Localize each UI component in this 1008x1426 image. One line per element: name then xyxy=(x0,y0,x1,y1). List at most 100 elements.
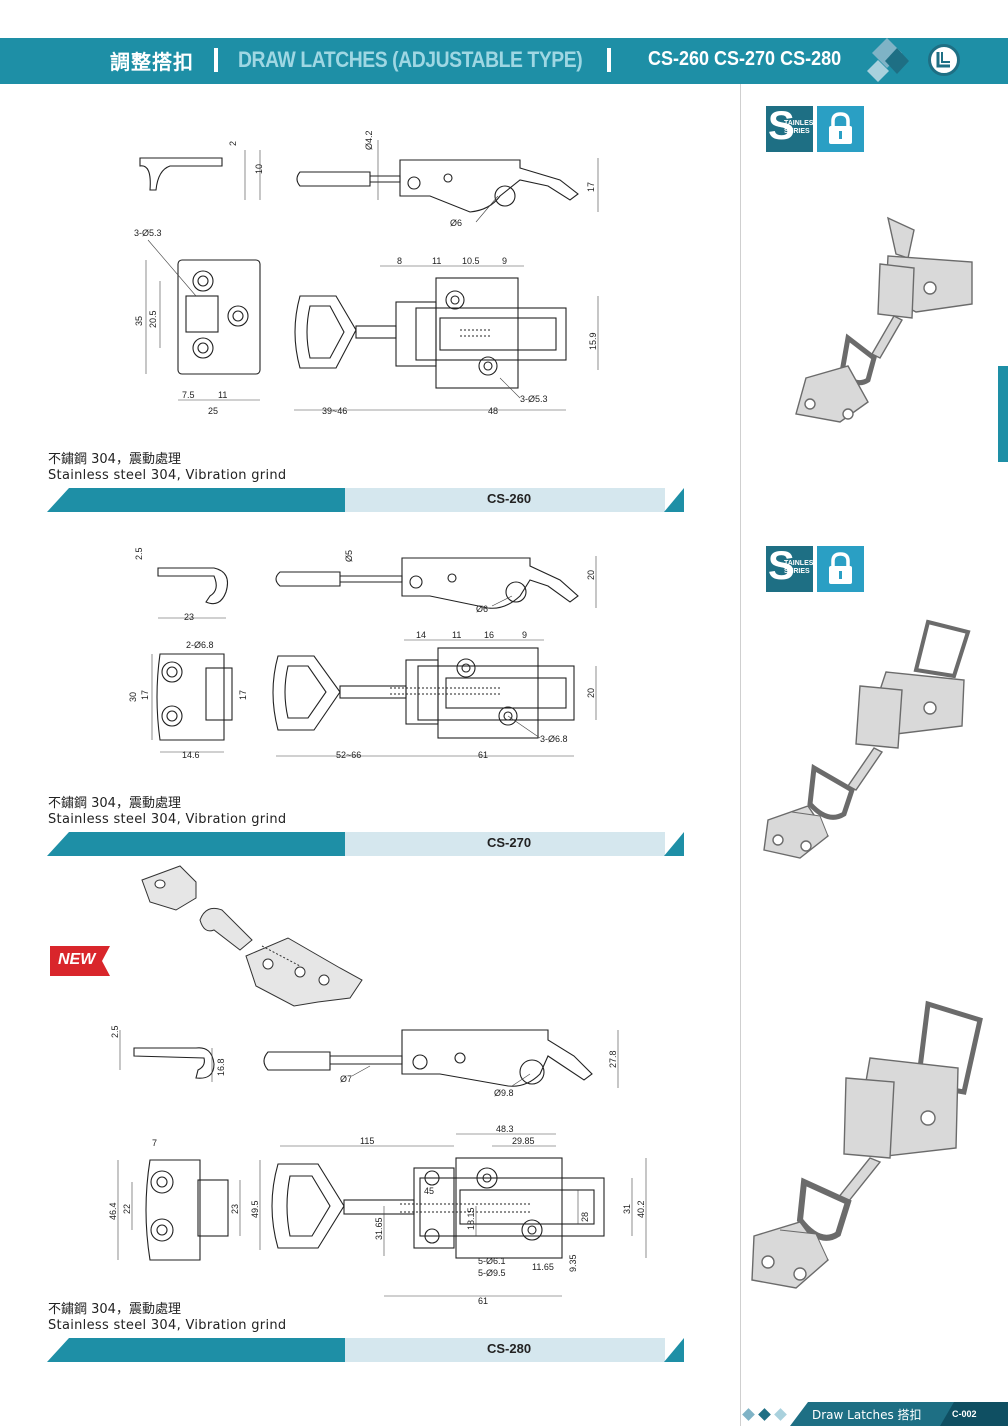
cs260-product-photo xyxy=(795,216,973,423)
dim-label: 9 xyxy=(502,256,507,266)
cs260-technical-drawing: 2 10 Ø4.2 17 Ø6 3-Ø5.3 8 11 10.5 9 35 20… xyxy=(134,130,599,416)
dim-label: 8 xyxy=(397,256,402,266)
model-label: CS-280 xyxy=(487,1341,532,1356)
dim-label: 11.65 xyxy=(532,1262,554,1272)
dim-label: 49.5 xyxy=(250,1200,260,1218)
model-label: CS-270 xyxy=(487,835,532,850)
dim-label: 10.5 xyxy=(462,256,480,266)
dim-label: 2.5 xyxy=(110,1025,120,1038)
model-bar-cs270: CS-270 xyxy=(47,832,684,856)
dim-label: 7 xyxy=(152,1138,157,1148)
dim-label: 17 xyxy=(140,690,150,700)
material-zh: 不鏽鋼 304，震動處理 xyxy=(48,796,181,811)
dim-label: 61 xyxy=(478,750,488,760)
dim-label: 30 xyxy=(128,692,138,702)
dim-label: 11 xyxy=(218,390,227,400)
page-number: C-002 xyxy=(952,1409,977,1419)
diamond-logo-icon xyxy=(867,38,909,82)
dim-label: 15.9 xyxy=(588,332,598,350)
material-note: 不鏽鋼 304，震動處理 Stainless steel 304, Vibrat… xyxy=(48,796,286,828)
dim-label: Ø6 xyxy=(476,604,488,614)
dim-label: 11 xyxy=(452,630,461,640)
dim-label: 9 xyxy=(522,630,527,640)
model-list: CS-260 CS-270 CS-280 xyxy=(648,48,842,70)
dim-label: 22 xyxy=(122,1204,132,1214)
lock-icon xyxy=(817,106,864,152)
diamond-icon xyxy=(742,1408,755,1421)
dim-label: 7.5 xyxy=(182,390,195,400)
dim-label: 27.8 xyxy=(608,1050,618,1068)
dim-label: 39~46 xyxy=(322,406,347,416)
dim-label: 40.2 xyxy=(636,1200,646,1218)
header-band: 調整搭扣 DRAW LATCHES (ADJUSTABLE TYPE) CS-2… xyxy=(0,38,1008,84)
dim-label: Ø6 xyxy=(450,218,462,228)
dim-label: 31 xyxy=(622,1204,632,1214)
material-en: Stainless steel 304, Vibration grind xyxy=(48,1318,287,1333)
dim-label: 10 xyxy=(254,164,264,174)
dim-label: 35 xyxy=(134,316,144,326)
cs280-technical-drawing: 2.5 16.8 Ø7 Ø9.8 27.8 7 46.4 22 23 49.5 … xyxy=(108,865,647,1306)
material-note: 不鏽鋼 304，震動處理 Stainless steel 304, Vibrat… xyxy=(48,452,286,484)
dim-label: 20 xyxy=(586,570,596,580)
dim-label: 3-Ø5.3 xyxy=(520,394,548,404)
dim-label: Ø5 xyxy=(344,550,354,562)
material-en: Stainless steel 304, Vibration grind xyxy=(48,468,287,483)
dim-label: 23 xyxy=(184,612,194,622)
title-separator xyxy=(607,48,611,72)
page-footer: Draw Latches 搭扣 C-002 xyxy=(742,1402,1008,1426)
dim-label: 16 xyxy=(484,630,494,640)
dim-label: 5-Ø9.5 xyxy=(478,1268,506,1278)
dim-label: 46.4 xyxy=(108,1202,118,1220)
dim-label: Ø7 xyxy=(340,1074,352,1084)
model-label: CS-260 xyxy=(487,491,532,506)
dim-label: 2.5 xyxy=(134,547,144,560)
side-tab xyxy=(998,366,1008,462)
material-zh: 不鏽鋼 304，震動處理 xyxy=(48,1302,181,1317)
dim-label: 48 xyxy=(488,406,498,416)
model-bar-cs280: CS-280 xyxy=(47,1338,684,1362)
dim-label: 25 xyxy=(208,406,218,416)
new-label: NEW xyxy=(58,951,96,968)
dim-label: 11 xyxy=(432,256,441,266)
dim-label: 28 xyxy=(580,1212,590,1222)
page-title-zh: 調整搭扣 xyxy=(110,50,194,74)
dim-label: 20 xyxy=(586,688,596,698)
model-bar-cs260: CS-260 xyxy=(47,488,684,512)
dim-label: 14 xyxy=(416,630,426,640)
title-separator xyxy=(214,48,218,72)
dim-label: 23 xyxy=(230,1204,240,1214)
cs280-product-photo xyxy=(751,1000,983,1289)
dim-label: 45 xyxy=(424,1186,434,1196)
cs270-product-photo xyxy=(763,619,971,859)
material-note: 不鏽鋼 304，震動處理 Stainless steel 304, Vibrat… xyxy=(48,1302,286,1334)
dim-label: 17 xyxy=(238,690,248,700)
footer-label: Draw Latches 搭扣 xyxy=(812,1408,922,1422)
dim-label: 16.8 xyxy=(216,1058,226,1076)
dim-label: 9.35 xyxy=(568,1254,578,1272)
dim-label: Ø9.8 xyxy=(494,1088,514,1098)
dim-label: 115 xyxy=(360,1136,374,1146)
page-title-en: DRAW LATCHES (ADJUSTABLE TYPE) xyxy=(238,47,583,72)
dim-label: 29.85 xyxy=(512,1136,535,1146)
material-zh: 不鏽鋼 304，震動處理 xyxy=(48,452,181,467)
dim-label: 20.5 xyxy=(148,310,158,328)
dim-label: 3-Ø5.3 xyxy=(134,228,162,238)
dim-label: 61 xyxy=(478,1296,488,1306)
dim-label: Ø4.2 xyxy=(364,130,374,150)
dim-label: 18.15 xyxy=(466,1207,476,1230)
dim-label: 14.6 xyxy=(182,750,200,760)
lock-icon xyxy=(817,546,864,592)
dim-label: 31.65 xyxy=(374,1217,384,1240)
material-en: Stainless steel 304, Vibration grind xyxy=(48,812,287,827)
dim-label: 2 xyxy=(228,141,238,146)
new-badge: NEW xyxy=(50,946,110,976)
brand-logo-icon xyxy=(928,44,960,76)
dim-label: 3-Ø6.8 xyxy=(540,734,568,744)
dim-label: 5-Ø6.1 xyxy=(478,1256,506,1266)
cs270-technical-drawing: 2.5 23 Ø5 20 Ø6 2-Ø6.8 14 11 16 9 30 17 … xyxy=(128,547,597,760)
dim-label: 48.3 xyxy=(496,1124,514,1134)
